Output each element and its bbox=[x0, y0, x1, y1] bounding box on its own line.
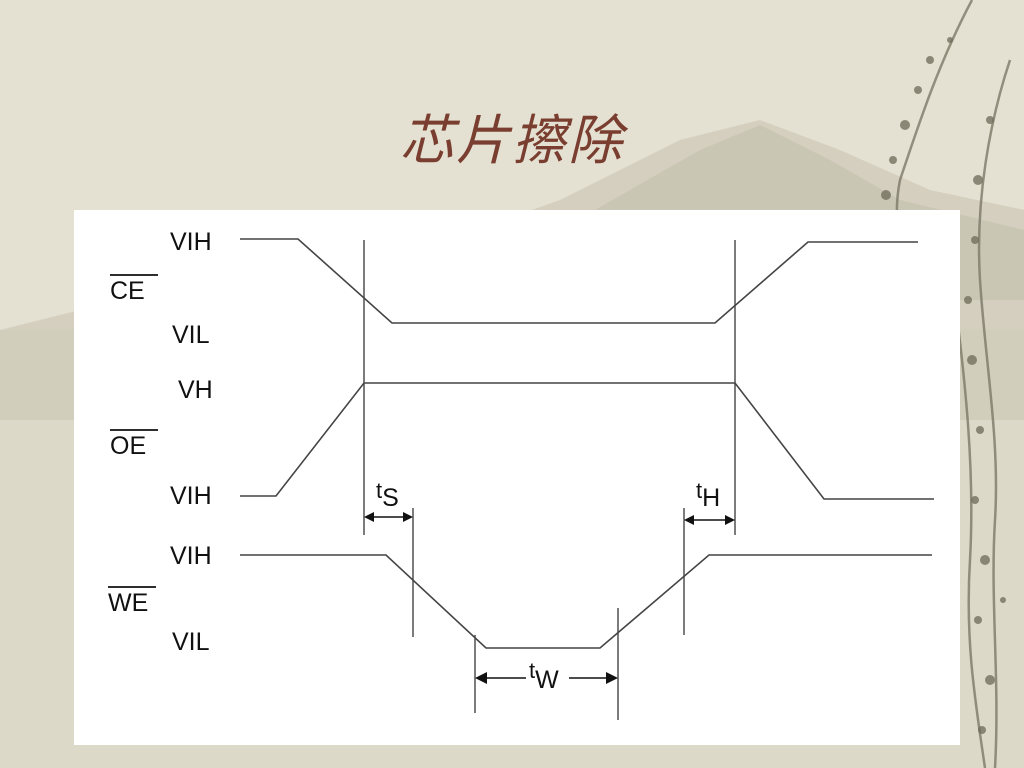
oe-low-level-label: VIH bbox=[170, 482, 212, 510]
slide-title: 芯片擦除 bbox=[400, 109, 624, 172]
timing-diagram-panel: VIH CE VIL VH OE VIH VIH WE VIL tS bbox=[74, 210, 960, 745]
ts-setup-time-arrow bbox=[364, 512, 413, 522]
ce-high-level-label: VIH bbox=[170, 228, 212, 256]
th-hold-time-arrow bbox=[684, 515, 735, 525]
we-low-level-label: VIL bbox=[172, 628, 210, 656]
oe-high-level-label: VH bbox=[178, 376, 213, 404]
chip-erase-timing-diagram: VIH CE VIL VH OE VIH VIH WE VIL tS bbox=[108, 228, 934, 720]
ce-low-level-label: VIL bbox=[172, 321, 210, 349]
ts-setup-time-label: tS bbox=[376, 478, 399, 512]
we-waveform bbox=[240, 554, 932, 649]
tw-pulse-width-label: tW bbox=[529, 658, 559, 694]
oe-waveform bbox=[240, 382, 934, 500]
oe-signal-name: OE bbox=[110, 432, 146, 460]
we-high-level-label: VIH bbox=[170, 542, 212, 570]
branch-buds bbox=[881, 37, 1006, 734]
tw-pulse-width-arrow bbox=[475, 672, 618, 684]
we-signal-name: WE bbox=[108, 589, 148, 617]
ce-signal-name: CE bbox=[110, 277, 145, 305]
th-hold-time-label: tH bbox=[696, 478, 720, 512]
ce-waveform bbox=[240, 238, 918, 324]
